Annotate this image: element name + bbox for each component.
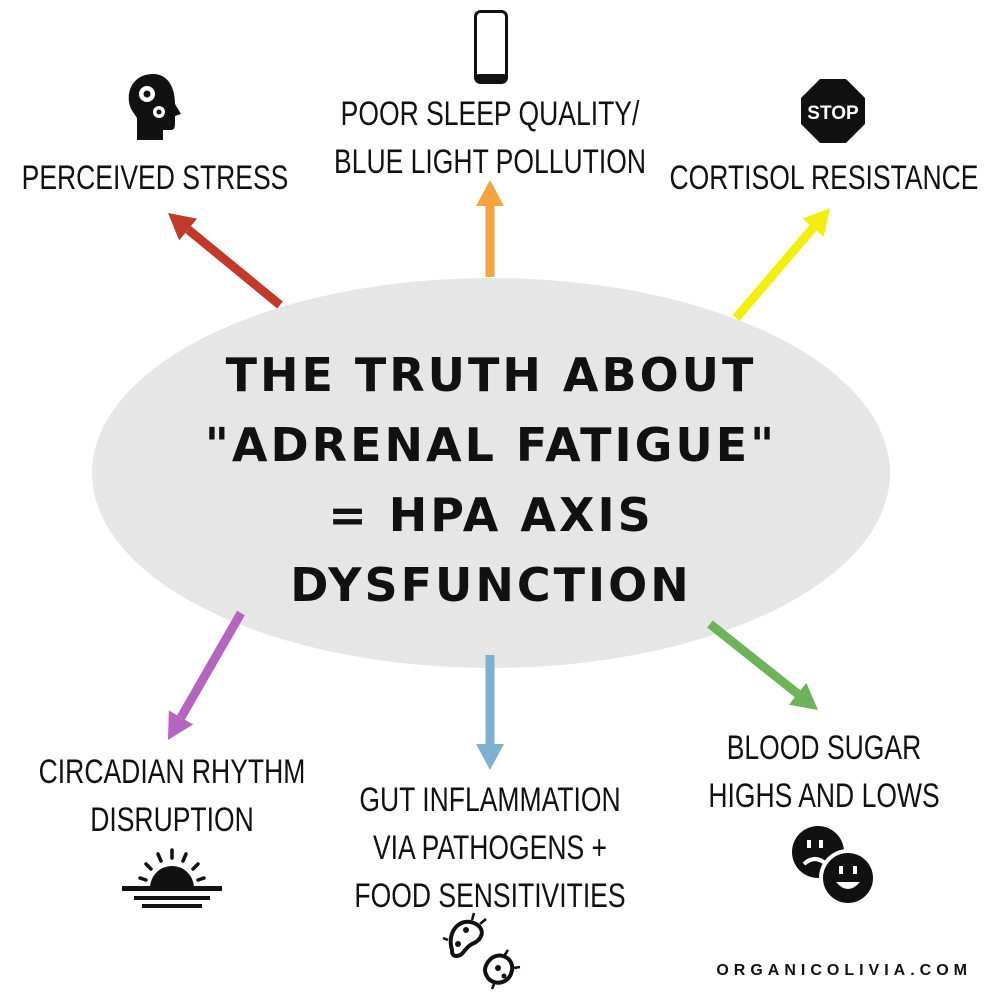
arrow-shaft bbox=[732, 224, 817, 321]
factor-label-cortisol: CORTISOL RESISTANCE bbox=[670, 154, 979, 202]
label-line: CORTISOL RESISTANCE bbox=[669, 159, 979, 197]
sunset-icon bbox=[122, 848, 222, 908]
arrow-blood-sugar bbox=[707, 620, 818, 710]
arrow-sleep bbox=[476, 180, 504, 277]
factor-label-blood-sugar: BLOOD SUGAR HIGHS AND LOWS bbox=[708, 724, 939, 820]
arrow-head bbox=[802, 208, 830, 237]
title-line: "ADRENAL FATIGUE" bbox=[204, 418, 778, 472]
arrow-shaft bbox=[707, 620, 801, 698]
arrow-head bbox=[168, 213, 197, 241]
arrow-head bbox=[788, 682, 818, 710]
center-ellipse bbox=[92, 278, 890, 668]
arrow-head bbox=[476, 180, 504, 206]
title-line: = HPA AXIS bbox=[328, 488, 654, 542]
label-line: POOR SLEEP QUALITY/ bbox=[340, 95, 640, 133]
factor-label-sleep: POOR SLEEP QUALITY/ BLUE LIGHT POLLUTION bbox=[334, 90, 646, 186]
label-line: BLOOD SUGAR bbox=[726, 729, 922, 767]
arrow-perceived-stress bbox=[168, 213, 283, 309]
label-line: HIGHS AND LOWS bbox=[708, 777, 940, 815]
factor-label-circadian: CIRCADIAN RHYTHM DISRUPTION bbox=[39, 748, 306, 844]
label-line: GUT INFLAMMATION bbox=[359, 781, 621, 819]
center-title: THE TRUTH ABOUT "ADRENAL FATIGUE" = HPA … bbox=[92, 340, 890, 620]
head-gears-icon bbox=[128, 74, 181, 140]
title-line: DYSFUNCTION bbox=[290, 558, 692, 612]
label-line: DISRUPTION bbox=[90, 801, 254, 839]
footer-website: ORGANICOLIVIA.COM bbox=[716, 962, 972, 979]
stop-text: STOP bbox=[807, 103, 859, 124]
arrow-shaft bbox=[185, 226, 283, 309]
smartphone-icon bbox=[474, 10, 508, 84]
sad-happy-faces-icon bbox=[792, 826, 877, 906]
label-line: BLUE LIGHT POLLUTION bbox=[334, 143, 646, 181]
stop-sign-icon: STOP bbox=[801, 79, 865, 143]
arrow-shaft bbox=[177, 610, 245, 720]
label-line: VIA PATHOGENS + bbox=[372, 829, 608, 867]
label-line: CIRCADIAN RHYTHM bbox=[38, 753, 306, 791]
label-line: FOOD SENSITIVITIES bbox=[354, 877, 626, 915]
label-line: PERCEIVED STRESS bbox=[21, 159, 289, 197]
arrow-head bbox=[168, 710, 194, 740]
arrow-circadian bbox=[168, 610, 245, 740]
arrow-head bbox=[476, 744, 504, 770]
arrow-cortisol bbox=[732, 208, 830, 321]
arrow-gut bbox=[476, 655, 504, 770]
title-line: THE TRUTH ABOUT bbox=[225, 348, 757, 402]
bacteria-icon bbox=[442, 912, 521, 990]
factor-label-gut: GUT INFLAMMATION VIA PATHOGENS + FOOD SE… bbox=[354, 776, 625, 920]
factor-label-perceived-stress: PERCEIVED STRESS bbox=[22, 154, 289, 202]
